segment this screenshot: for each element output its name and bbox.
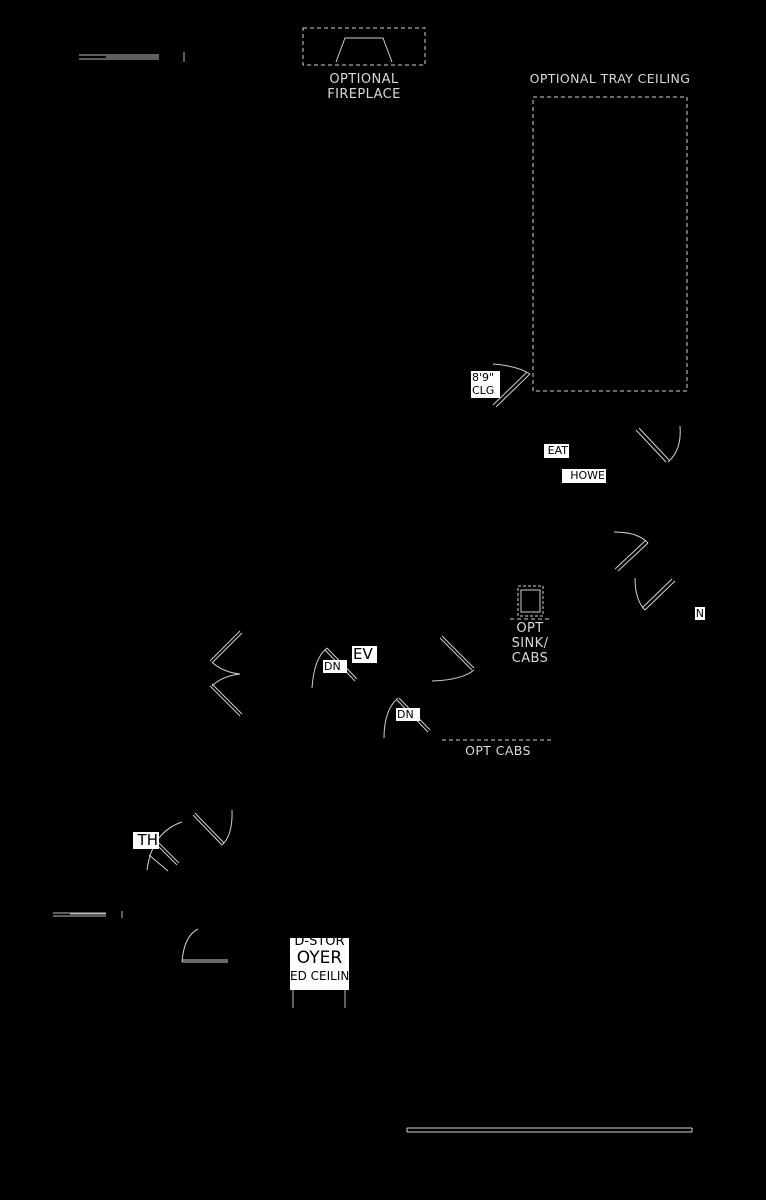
foyer-label-line-2: OYER (296, 948, 343, 968)
fireplace-label-line-2: FIREPLACE (327, 87, 401, 102)
foyer-label-line-1: D-STOR (294, 938, 345, 949)
sink-label: OPT SINK/ CABS (505, 621, 555, 666)
ceiling-height-value: 8'9" (472, 371, 495, 384)
sink-label-line-3: CABS (511, 651, 549, 666)
sink-label-line-1: OPT (516, 621, 544, 636)
foyer-label-line-3: ED CEILIN (290, 969, 349, 983)
fireplace-label: OPTIONAL FIREPLACE (314, 72, 414, 102)
fireplace-outline (302, 27, 426, 66)
dn-label-lower: DN (396, 708, 420, 721)
foyer-posts (292, 990, 346, 1008)
sink-symbol (510, 585, 552, 620)
tray-ceiling-label: OPTIONAL TRAY CEILING (529, 71, 691, 86)
tray-ceiling-outline (532, 96, 688, 392)
shower-label: HOWE (562, 469, 606, 483)
wall-segment-bottom (406, 1127, 693, 1133)
opt-cabs-label: OPT CABS (465, 743, 531, 758)
seat-label: EAT (544, 444, 569, 458)
wall-fragment-lower-left (53, 911, 123, 918)
dn-label-upper: DN (323, 660, 347, 673)
fireplace-label-line-1: OPTIONAL (329, 72, 399, 87)
bath-label: TH (133, 832, 159, 849)
wall-fragment-top-left (79, 52, 185, 62)
door-swings (146, 363, 681, 963)
foyer-label: D-STOR OYER ED CEILIN (290, 938, 349, 990)
sink-label-line-2: SINK/ (511, 636, 549, 651)
lev-label: EV (352, 646, 377, 663)
right-edge-label: N (695, 607, 705, 620)
ceiling-height-tag: 8'9" CLG (471, 371, 500, 398)
ceiling-height-unit: CLG (472, 384, 495, 397)
